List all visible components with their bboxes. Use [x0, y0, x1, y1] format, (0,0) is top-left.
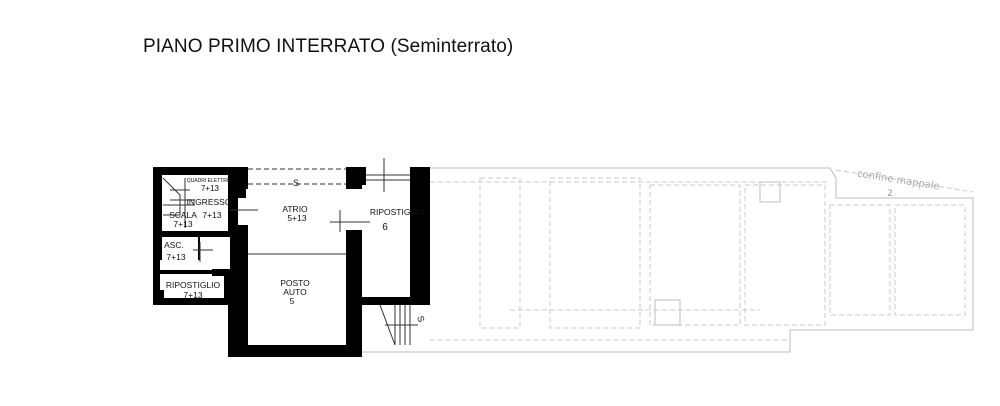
parcel-number: 2: [887, 189, 893, 199]
room-ripostiglio-small-name: RIPOSTIGLIO: [166, 280, 221, 290]
room-quadri-code: 7+13: [201, 184, 220, 193]
room-atrio-code: 5+13: [287, 213, 306, 223]
marker-s-stair: S: [415, 314, 426, 323]
room-asc-code: 7+13: [166, 252, 185, 262]
boundary-label: confine mappale: [856, 169, 940, 193]
room-scala-name: SCALA: [169, 210, 197, 220]
adjacent-building-outline: [362, 167, 974, 353]
room-asc-name: ASC.: [164, 240, 184, 250]
room-quadri-name: QUADRI ELETTRICI: [187, 178, 233, 184]
room-ingresso-code: 7+13: [202, 210, 221, 220]
plan-title: PIANO PRIMO INTERRATO (Seminterrato): [143, 36, 514, 57]
room-posto-auto-name1: POSTO: [280, 278, 310, 288]
marker-s-top: S: [293, 178, 299, 188]
room-ripostiglio-name: RIPOSTIGLIO: [370, 207, 425, 217]
room-atrio-name: ATRIO: [282, 204, 308, 214]
room-posto-auto-name2: AUTO: [283, 287, 307, 297]
room-ripostiglio-small-code: 7+13: [183, 290, 202, 300]
room-ripostiglio-code: 6: [382, 222, 388, 233]
room-scala-code: 7+13: [173, 219, 192, 229]
room-posto-auto-code: 5: [290, 296, 295, 306]
room-ingresso-name: INGRESSO: [187, 197, 232, 207]
